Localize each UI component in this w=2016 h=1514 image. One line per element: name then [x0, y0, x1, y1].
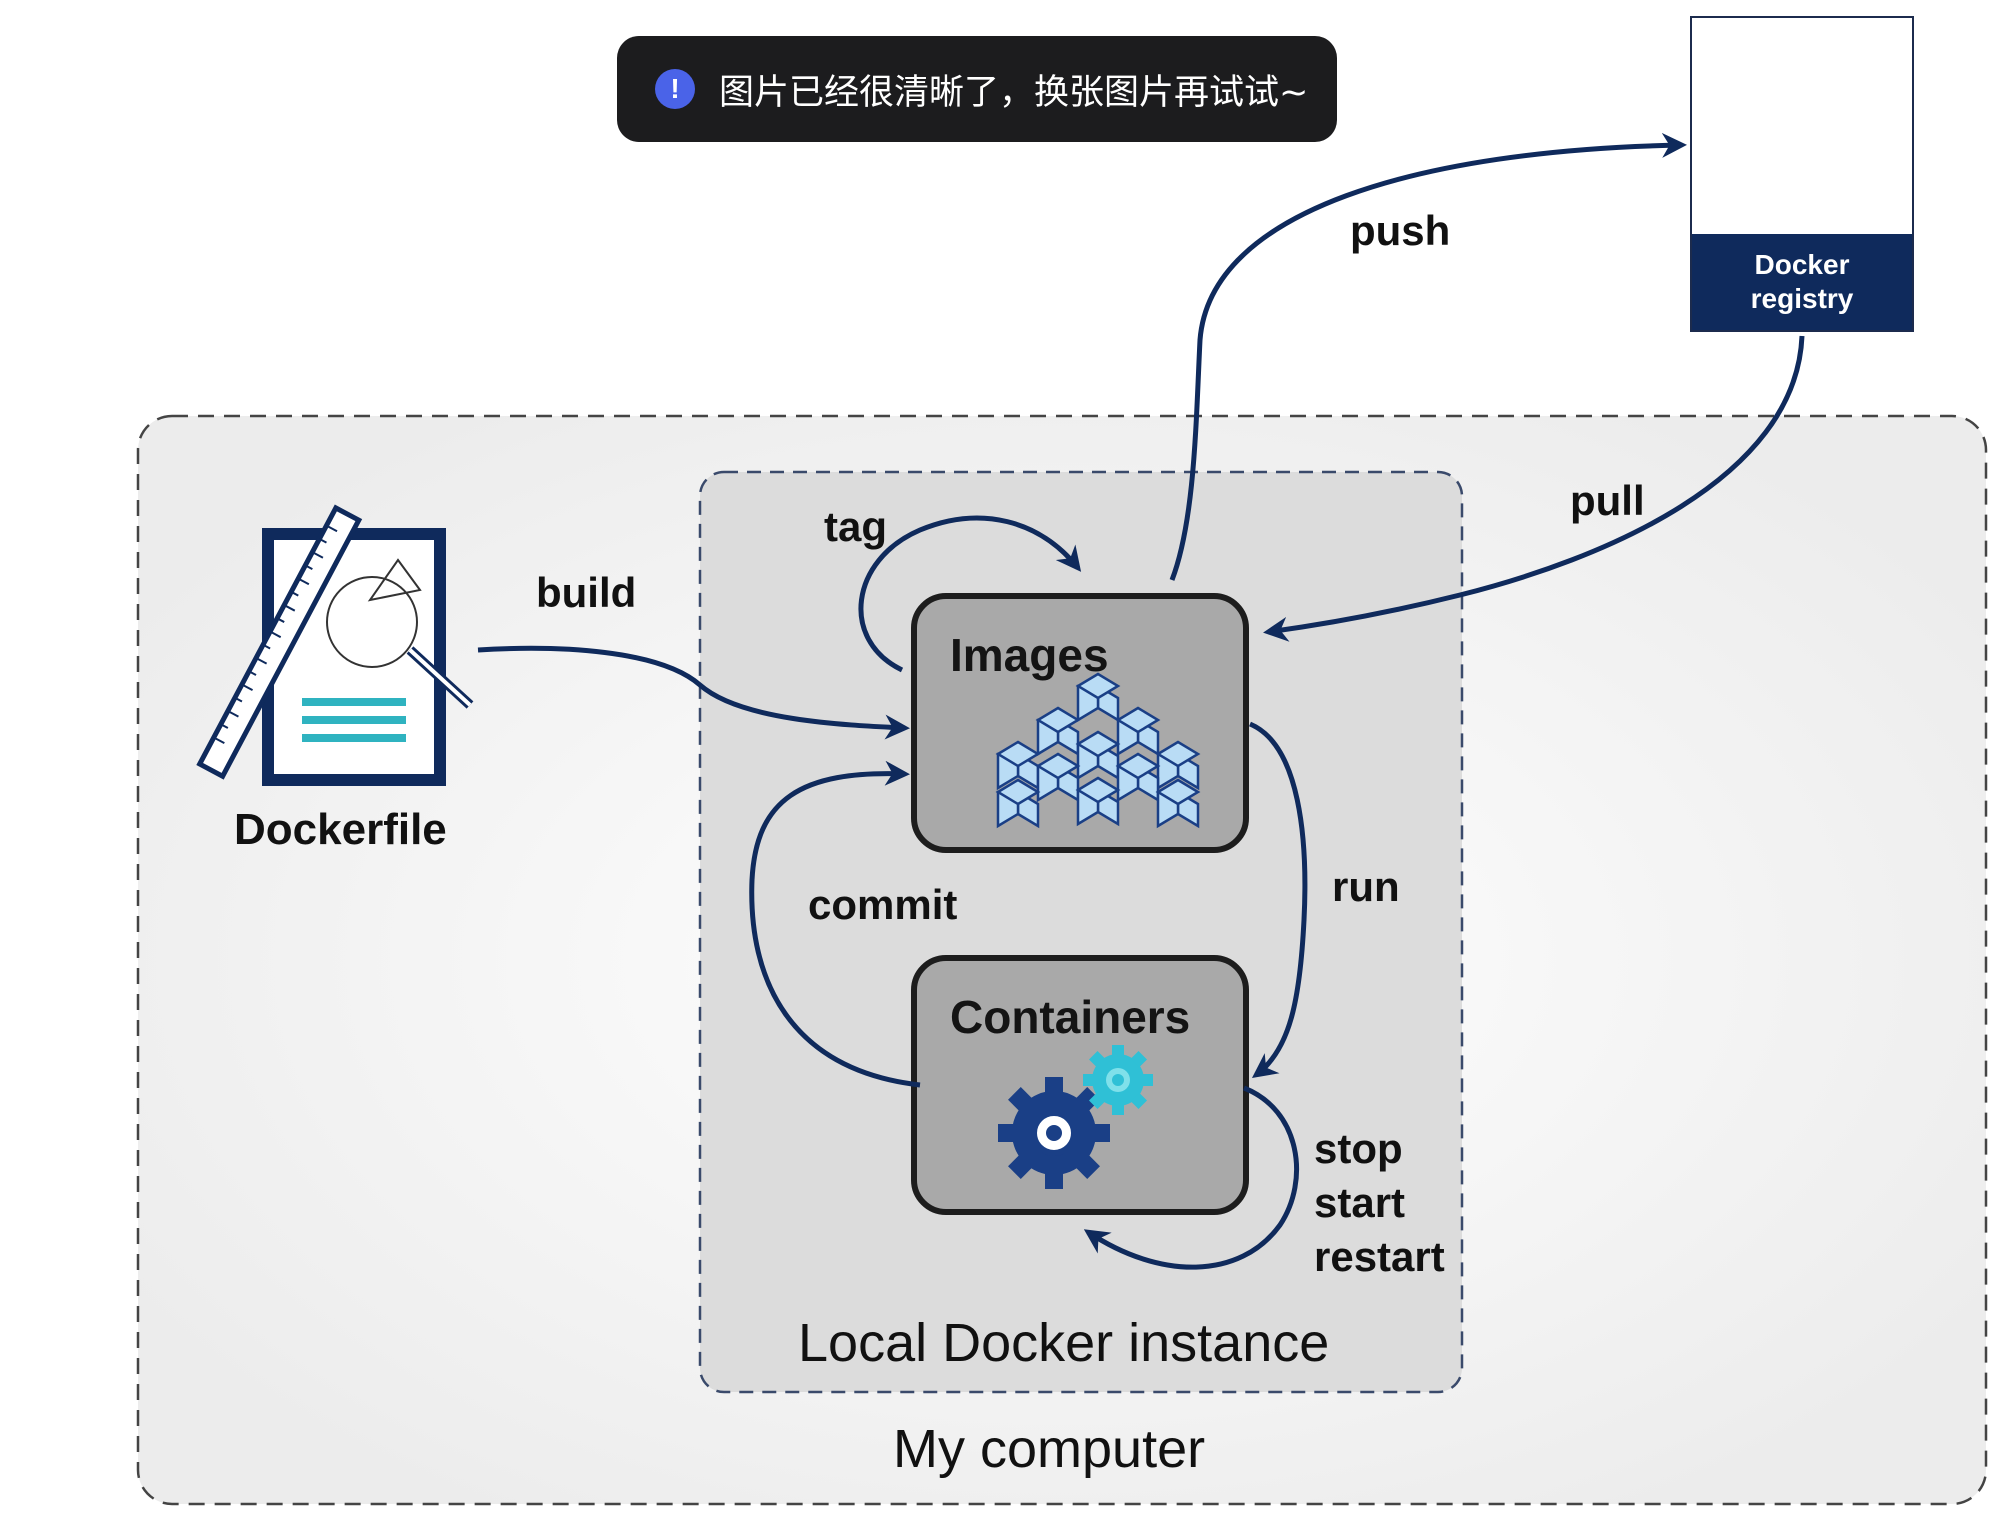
start-label: start [1314, 1179, 1406, 1226]
info-alert-icon: ! [655, 69, 695, 109]
run-arrow [1248, 721, 1308, 1078]
gears-icon [998, 1045, 1153, 1189]
docker-registry-node: Docker registry [1690, 16, 1914, 332]
local-docker-instance-label: Local Docker instance [798, 1313, 1330, 1373]
push-label: push [1350, 207, 1451, 254]
push-arrow [1169, 132, 1687, 581]
build-arrow [477, 645, 910, 740]
tag-label: tag [824, 503, 887, 550]
build-label: build [536, 569, 637, 616]
registry-label: Docker registry [1692, 234, 1912, 330]
stop-label: stop [1314, 1125, 1403, 1172]
run-label: run [1332, 863, 1400, 910]
registry-label-line2: registry [1750, 283, 1854, 314]
restart-label: restart [1314, 1233, 1445, 1280]
local-docker-panel [698, 470, 1464, 1394]
image-layers-icon [995, 672, 1201, 829]
dockerfile-label: Dockerfile [234, 805, 447, 854]
tag-arrow [858, 515, 1082, 673]
dockerfile-icon [196, 504, 474, 786]
pull-arrow [1263, 335, 1805, 642]
my-computer-label: My computer [893, 1419, 1206, 1479]
commit-arrow [749, 760, 921, 1088]
commit-label: commit [808, 881, 958, 928]
notification-toast[interactable]: ! 图片已经很清晰了，换张图片再试试~ [617, 36, 1337, 142]
pull-label: pull [1570, 477, 1645, 524]
lifecycle-arrow [1083, 1085, 1300, 1270]
containers-title: Containers [950, 991, 1191, 1043]
images-title: Images [950, 629, 1109, 681]
registry-label-line1: Docker [1754, 249, 1850, 280]
toast-message: 图片已经很清晰了，换张图片再试试~ [719, 72, 1309, 113]
